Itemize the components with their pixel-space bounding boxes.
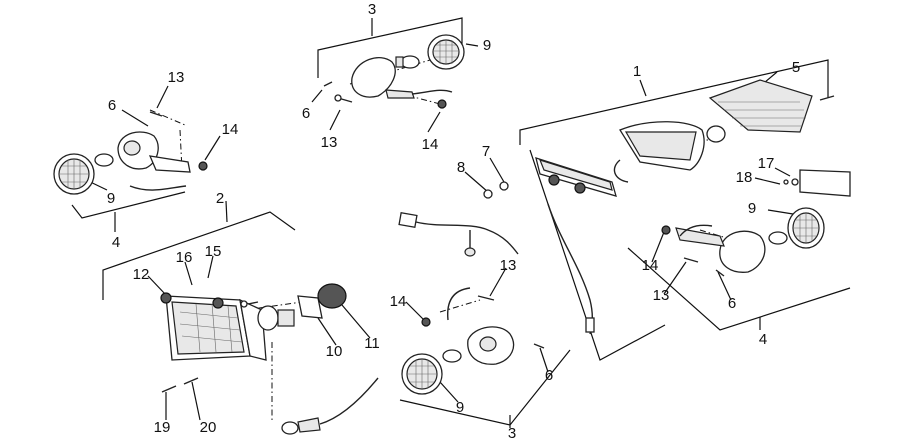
label-3-bottom: 3 <box>508 425 516 441</box>
label-14-top: 14 <box>422 136 439 153</box>
headlight-assembly <box>160 283 379 435</box>
wiring-harness <box>398 181 519 257</box>
label-13-left: 13 <box>168 69 185 86</box>
label-3-top: 3 <box>368 1 376 18</box>
label-16: 16 <box>176 249 193 266</box>
label-4-left: 4 <box>112 234 120 251</box>
label-2: 2 <box>216 190 224 207</box>
turn-signal-top <box>323 34 465 109</box>
axis-lines <box>149 59 761 420</box>
label-13-top: 13 <box>321 134 338 151</box>
label-7: 7 <box>482 143 490 160</box>
label-6-top: 6 <box>302 105 310 122</box>
label-12: 12 <box>133 266 150 283</box>
label-5: 5 <box>792 59 800 76</box>
turn-signal-right <box>661 207 825 277</box>
group-brackets <box>71 17 851 428</box>
label-19: 19 <box>154 419 171 436</box>
turn-signal-bottom <box>401 287 545 395</box>
label-14-center: 14 <box>390 293 407 310</box>
label-1: 1 <box>633 63 641 80</box>
label-14-right: 14 <box>642 257 659 274</box>
turn-signal-left <box>53 111 208 195</box>
label-9-top: 9 <box>483 37 491 54</box>
label-6-right: 6 <box>728 295 736 312</box>
label-20: 20 <box>200 419 217 436</box>
label-9-right: 9 <box>748 200 756 217</box>
label-14-left: 14 <box>222 121 239 138</box>
label-9-bottom: 9 <box>456 399 464 416</box>
label-17: 17 <box>758 155 775 172</box>
label-11: 11 <box>364 335 380 352</box>
label-10: 10 <box>326 343 343 360</box>
leader-lines <box>81 43 794 421</box>
label-18: 18 <box>736 169 753 186</box>
label-6-bottom: 6 <box>545 367 553 384</box>
label-13-right: 13 <box>653 287 670 304</box>
label-15: 15 <box>205 243 222 260</box>
label-8: 8 <box>457 159 465 176</box>
label-9-left: 9 <box>107 190 115 207</box>
tail-light-assembly <box>535 79 851 335</box>
label-13-center: 13 <box>500 257 517 274</box>
label-6-left: 6 <box>108 97 116 114</box>
label-4-right: 4 <box>759 331 767 348</box>
callout-labels: 1 2 3 3 4 4 5 6 6 6 6 7 8 9 9 9 9 10 11 … <box>107 1 800 441</box>
